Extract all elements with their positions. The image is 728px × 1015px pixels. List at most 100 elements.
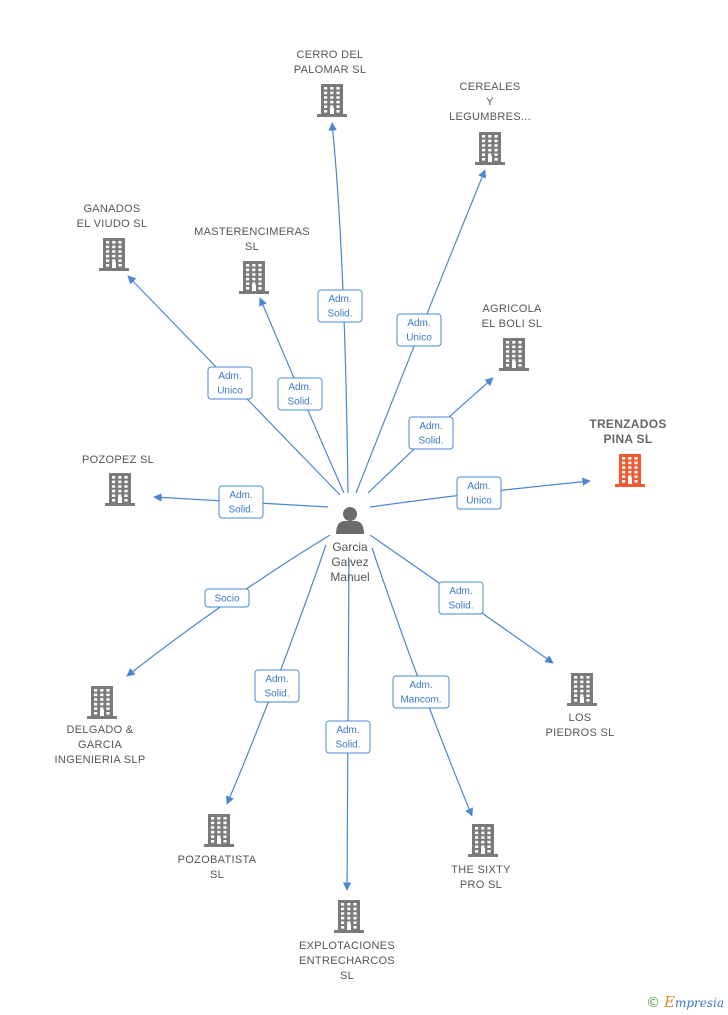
edge-sixty[interactable]: Adm.Mancom.	[371, 547, 474, 817]
company-node-pozobatista[interactable]: POZOBATISTA SL	[178, 814, 257, 881]
edge-role-text: Adm.	[407, 318, 430, 329]
edge-role-text: Adm.	[467, 481, 490, 492]
badge-box	[408, 416, 454, 450]
edge-role-text: Mancom.	[400, 695, 441, 706]
company-node-agricola[interactable]: AGRICOLA EL BOLI SL	[482, 303, 543, 371]
empresia-logo[interactable]: © Empresia	[646, 993, 724, 1011]
edge-cerro[interactable]: Adm.Solid.	[317, 122, 363, 494]
edge-pozobatista[interactable]: Adm.Solid.	[226, 544, 327, 805]
person-name-line: Garcia	[332, 540, 368, 554]
edge-role-badge[interactable]: Adm. Solid.	[277, 377, 323, 411]
edge-role-text: Unico	[466, 496, 492, 507]
badge-box	[207, 366, 253, 400]
building-icon	[99, 238, 129, 271]
company-name-line: GANADOS	[83, 203, 140, 215]
edge-line	[328, 122, 349, 494]
building-icon	[615, 454, 645, 487]
edge-role-badge[interactable]: Adm.Solid.	[254, 669, 300, 703]
company-name-line: CEREALES	[459, 81, 520, 93]
badge-box	[218, 485, 264, 519]
edge-role-text: Adm.	[218, 371, 241, 382]
company-name-line: EL BOLI SL	[482, 318, 543, 330]
badge-box	[317, 289, 363, 323]
edge-explotaciones[interactable]: Adm.Solid.	[325, 559, 371, 891]
company-name-line: GARCIA	[78, 739, 122, 751]
company-name-line: SL	[340, 970, 354, 982]
badge-box	[254, 669, 300, 703]
edge-role-badge[interactable]: Adm.Mancom.	[392, 675, 450, 709]
edge-role-badge[interactable]: Adm. Solid.	[408, 416, 454, 450]
company-name-line: LEGUMBRES...	[449, 111, 531, 123]
company-name-line: AGRICOLA	[482, 303, 542, 315]
badge-box	[396, 313, 442, 347]
edge-ganados[interactable]: Adm. Unico	[127, 275, 341, 496]
edge-pozopez[interactable]: Adm. Solid.	[153, 485, 329, 519]
edge-role-text: Unico	[406, 333, 432, 344]
building-icon	[204, 814, 234, 847]
company-name-line: DELGADO &	[67, 724, 134, 736]
company-name-line: THE SIXTY	[451, 864, 511, 876]
building-icon	[567, 673, 597, 706]
building-icon	[499, 338, 529, 371]
edge-cereales[interactable]: Adm. Unico	[355, 169, 487, 494]
edge-role-badge[interactable]: Adm. Unico	[396, 313, 442, 347]
building-icon	[105, 473, 135, 506]
person-name-line: Manuel	[330, 570, 369, 584]
edge-role-text: Solid.	[327, 309, 352, 320]
person-name-line: Galvez	[331, 555, 368, 569]
edge-role-text: Adm.	[419, 421, 442, 432]
company-node-cereales[interactable]: CEREALESYLEGUMBRES...	[449, 81, 531, 165]
company-node-ganados[interactable]: GANADOS EL VIUDO SL	[77, 203, 148, 271]
edge-role-text: Solid.	[418, 436, 443, 447]
company-name-line: MASTERENCIMERAS	[194, 226, 310, 238]
company-name-line: POZOBATISTA	[178, 854, 257, 866]
edge-role-text: Solid.	[264, 689, 289, 700]
edge-role-text: Solid.	[287, 397, 312, 408]
edge-role-badge[interactable]: Adm. Unico	[207, 366, 253, 400]
company-name-line: INGENIERIA SLP	[54, 754, 145, 766]
edge-trenzados[interactable]: Adm. Unico	[369, 476, 591, 510]
badge-box	[277, 377, 323, 411]
edge-role-badge[interactable]: Socio	[204, 588, 250, 608]
edge-role-badge[interactable]: Adm.Solid.	[325, 720, 371, 754]
edge-role-text: Socio	[214, 594, 239, 605]
company-node-explotaciones[interactable]: EXPLOTACIONES ENTRECHARCOS SL	[299, 900, 395, 982]
company-name-line: TRENZADOS	[589, 417, 666, 431]
company-name-line: SL	[210, 869, 224, 881]
company-name-line: POZOPEZ SL	[82, 454, 154, 466]
company-node-pozopez[interactable]: POZOPEZ SL	[82, 454, 154, 506]
edge-piedros[interactable]: Adm.Solid.	[369, 534, 554, 664]
company-node-delgado[interactable]: DELGADO & GARCIA INGENIERIA SLP	[54, 686, 145, 766]
edge-agricola[interactable]: Adm. Solid.	[367, 377, 494, 494]
edge-delgado[interactable]: Socio	[126, 534, 331, 677]
edge-role-text: Unico	[217, 386, 243, 397]
company-name-line: EXPLOTACIONES	[299, 940, 395, 952]
company-name-line: PIEDROS SL	[545, 727, 614, 739]
brand-name: mpresia	[674, 996, 724, 1010]
edge-role-text: Solid.	[448, 601, 473, 612]
edge-role-badge[interactable]: Adm. Unico	[456, 476, 502, 510]
copyright-icon: ©	[646, 995, 661, 1011]
company-name-line: EL VIUDO SL	[77, 218, 148, 230]
badge-box	[438, 581, 484, 615]
edge-role-badge[interactable]: Adm.Solid.	[438, 581, 484, 615]
badge-box	[392, 675, 450, 709]
edge-role-text: Adm.	[229, 490, 252, 501]
company-name-line: ENTRECHARCOS	[299, 955, 395, 967]
edge-role-badge[interactable]: Adm. Solid.	[218, 485, 264, 519]
edge-master[interactable]: Adm. Solid.	[259, 297, 345, 494]
brand-initial: E	[663, 993, 675, 1011]
edge-role-text: Adm.	[288, 382, 311, 393]
building-icon	[317, 84, 347, 117]
edge-role-text: Solid.	[228, 505, 253, 516]
edge-role-badge[interactable]: Adm.Solid.	[317, 289, 363, 323]
